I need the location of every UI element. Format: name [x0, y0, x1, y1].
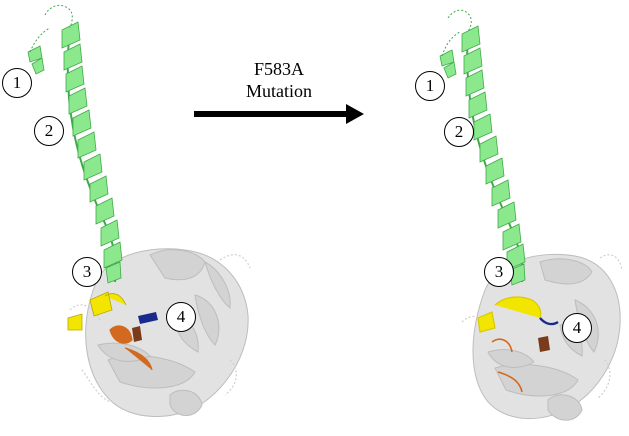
n-terminal-helix-wt — [27, 45, 45, 75]
region-blue-wt — [138, 312, 158, 324]
callout-2-right: 2 — [444, 117, 474, 147]
wild-type-structure — [27, 4, 251, 417]
callout-1-right: 1 — [415, 71, 445, 101]
helix-coils-mut — [461, 25, 526, 286]
region-orange-mut — [491, 338, 523, 393]
loops-wt — [69, 254, 251, 403]
region-brown-wt — [132, 326, 142, 342]
region-yellow-mut — [477, 296, 542, 333]
region-brown-mut — [538, 336, 550, 352]
callout-4-left: 4 — [166, 302, 196, 332]
helix-segment-wt — [66, 27, 118, 283]
callout-3-right: 3 — [484, 257, 514, 287]
callout-1-left: 1 — [2, 68, 32, 98]
helix-coils-wt — [61, 21, 123, 284]
mutation-word: Mutation — [246, 81, 312, 101]
callout-3-left: 3 — [72, 257, 102, 287]
n-terminal-tail-wt — [44, 4, 73, 29]
n-terminal-helix-mut — [439, 49, 457, 79]
callout-2-left: 2 — [34, 116, 64, 146]
mutation-name: F583A — [253, 59, 304, 79]
region-orange-wt — [109, 325, 153, 371]
n-terminal-tail-mut — [447, 9, 472, 33]
transform-arrow — [194, 104, 364, 124]
region-blue-mut — [539, 317, 559, 326]
region-yellow-wt — [67, 291, 127, 331]
arrow-label: F583A Mutation — [194, 58, 364, 102]
mutant-structure — [439, 9, 623, 421]
callout-4-right: 4 — [562, 313, 592, 343]
